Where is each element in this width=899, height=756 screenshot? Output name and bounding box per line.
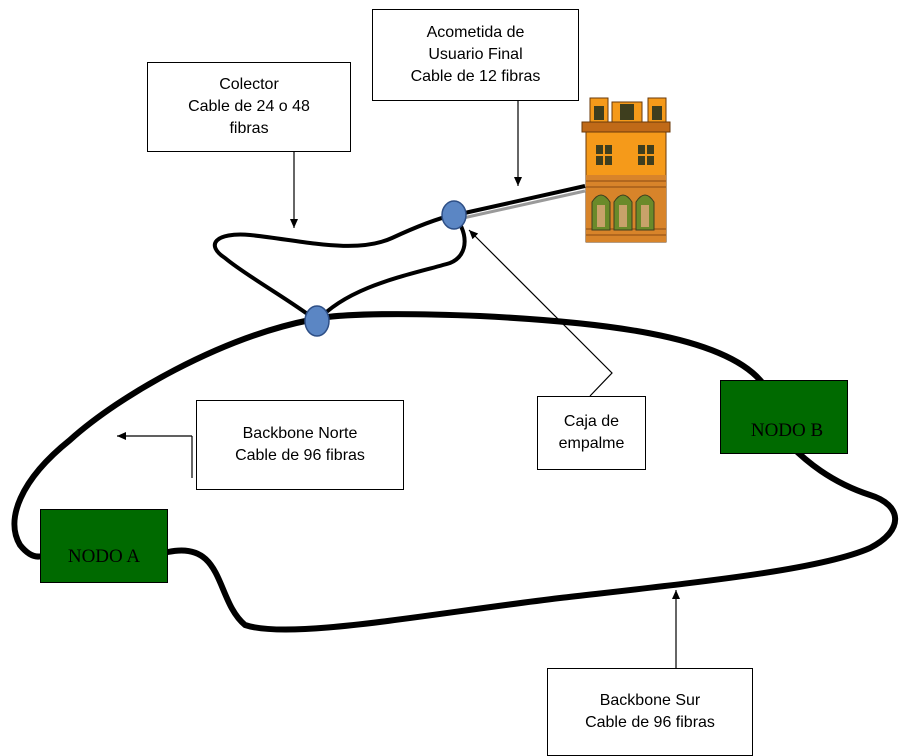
- node-b: NODO B: [720, 380, 848, 454]
- drop-cable-highlight: [462, 189, 586, 220]
- label-acometida-line-2: Usuario Final: [428, 46, 523, 63]
- label-backbone-sur-line-2: Cable de 96 fibras: [585, 714, 715, 731]
- label-backbone-sur-line-1: Backbone Sur: [599, 692, 701, 709]
- label-caja-empalme-line-1: Caja de: [563, 413, 620, 430]
- label-colector-line-1: Colector: [219, 76, 279, 93]
- label-acometida-line-1: Acometida de: [426, 24, 525, 41]
- node-a: NODO A: [40, 509, 168, 583]
- drop-cable: [459, 184, 586, 216]
- label-caja-empalme-line-2: empalme: [558, 435, 625, 452]
- label-backbone-norte: Backbone Norte Cable de 96 fibras: [196, 400, 404, 490]
- label-backbone-sur: Backbone Sur Cable de 96 fibras: [547, 668, 753, 756]
- node-a-label: NODO A: [67, 546, 141, 567]
- label-colector-line-3: fibras: [229, 120, 269, 137]
- label-backbone-norte-line-2: Cable de 96 fibras: [235, 447, 365, 464]
- node-b-label: NODO B: [750, 420, 824, 441]
- collector-cable: [212, 213, 467, 323]
- label-caja-empalme: Caja de empalme: [537, 396, 646, 470]
- label-acometida-line-3: Cable de 12 fibras: [410, 68, 541, 85]
- arrow-caja-empalme: [468, 229, 613, 397]
- label-acometida: Acometida de Usuario Final Cable de 12 f…: [372, 9, 579, 101]
- label-colector: Colector Cable de 24 o 48 fibras: [147, 62, 351, 152]
- splice-box-icon: [304, 305, 330, 337]
- splice-box-icon: [441, 200, 467, 230]
- building-icon: [581, 97, 671, 243]
- label-colector-line-2: Cable de 24 o 48: [188, 98, 310, 115]
- label-backbone-norte-line-1: Backbone Norte: [242, 425, 358, 442]
